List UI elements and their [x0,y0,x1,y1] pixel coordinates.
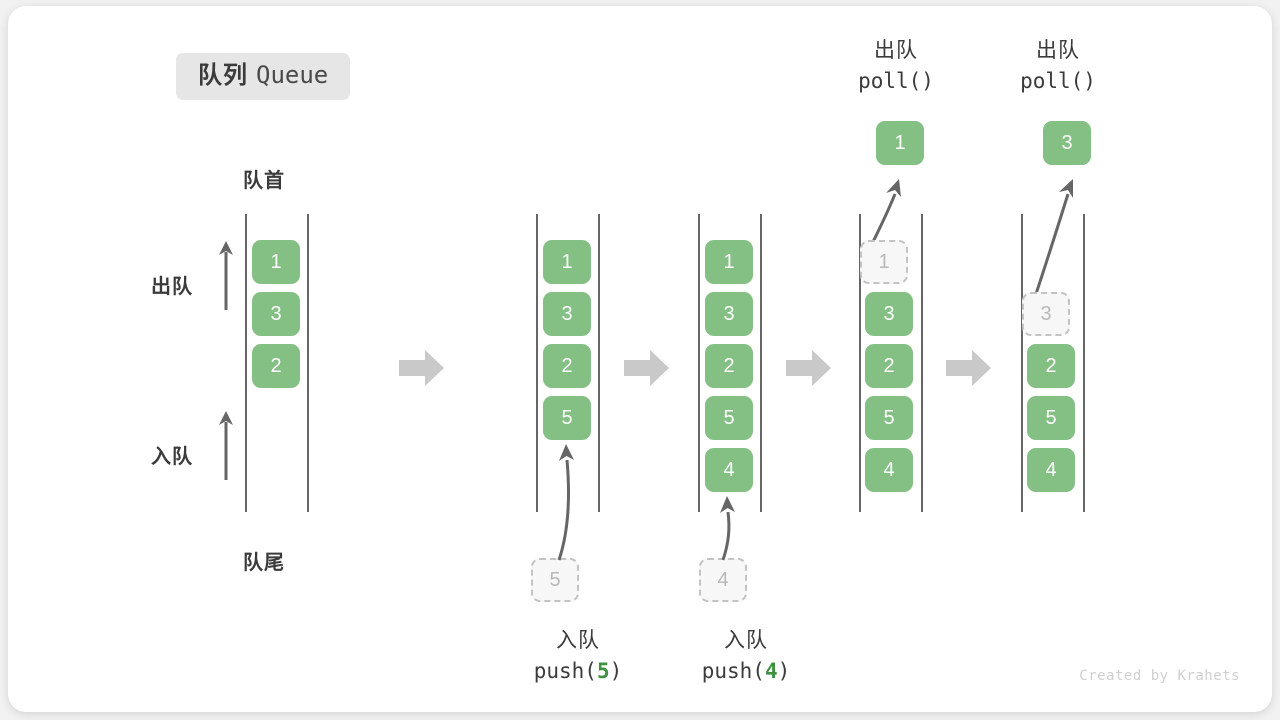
separator-arrow-icon [786,348,832,388]
queue-element: 2 [252,344,300,388]
stage-push4-rail-right [760,214,762,512]
queue-element: 5 [1027,396,1075,440]
incoming-element-ghost: 5 [531,558,579,602]
popped-element-ghost: 1 [860,240,908,284]
stage-caption-poll-3: 出队 poll() [1020,39,1096,94]
incoming-element-ghost: 4 [699,558,747,602]
stage-caption-push4: 入队 push(4) [701,629,791,684]
queue-element: 3 [252,292,300,336]
poll-arrow-icon [1016,174,1086,308]
push-arrow-icon [708,490,748,562]
side-label-dequeue: 出队 [151,276,193,298]
queue-element: 5 [865,396,913,440]
queue-element-new: 5 [543,396,591,440]
queue-element: 2 [705,344,753,388]
queue-element: 2 [1027,344,1075,388]
queue-element: 4 [1027,448,1075,492]
title-cn: 队列 [198,62,248,89]
enqueue-direction-arrow-icon [214,408,238,480]
diagram-title-badge: 队列 Queue [176,53,351,100]
queue-element: 4 [865,448,913,492]
popped-element-ghost: 3 [1022,292,1070,336]
popped-element: 3 [1043,121,1091,165]
stage-initial-rail-left [245,214,247,512]
separator-arrow-icon [399,348,445,388]
stage-poll1-rail-right [921,214,923,512]
push-arrow-icon [543,438,583,562]
stage-poll3-rail-left [1021,214,1023,512]
side-label-enqueue: 入队 [151,446,193,468]
queue-element-new: 4 [705,448,753,492]
queue-element: 2 [543,344,591,388]
stage-poll1-rail-left [859,214,861,512]
stage-caption-poll-1: 出队 poll() [858,39,934,94]
queue-element: 2 [865,344,913,388]
stage-initial-rail-right [307,214,309,512]
diagram-card: 队列 Queue 队首 队尾 出队 入队 1 3 2 [8,6,1272,712]
separator-arrow-icon [946,348,992,388]
queue-element: 1 [543,240,591,284]
title-en: Queue [256,61,329,89]
queue-element: 3 [543,292,591,336]
popped-element: 1 [876,121,924,165]
queue-element: 3 [865,292,913,336]
queue-rear-label: 队尾 [243,552,285,574]
queue-element: 5 [705,396,753,440]
separator-arrow-icon [624,348,670,388]
queue-element: 3 [705,292,753,336]
stage-poll3-rail-right [1083,214,1085,512]
queue-element: 1 [252,240,300,284]
dequeue-direction-arrow-icon [214,238,238,310]
watermark-credit: Created by Krahets [1079,668,1240,684]
stage-push5-rail-right [598,214,600,512]
stage-push4-rail-left [698,214,700,512]
stage-push5-rail-left [536,214,538,512]
stage-caption-push5: 入队 push(5) [533,629,623,684]
queue-front-label: 队首 [243,170,285,192]
queue-element: 1 [705,240,753,284]
